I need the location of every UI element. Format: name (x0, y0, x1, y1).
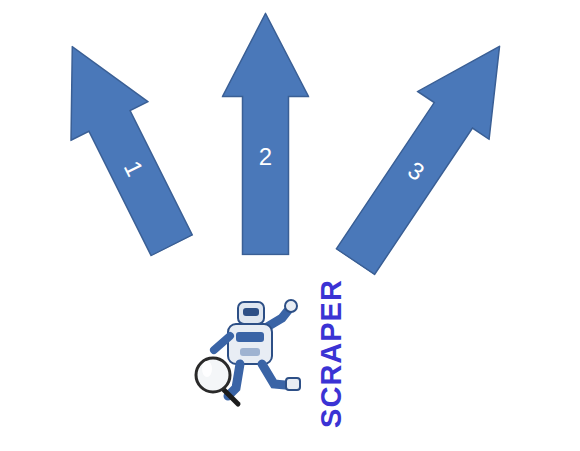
arrow-outline (318, 21, 536, 287)
arrow-shape: 2 (221, 13, 309, 256)
arrow-shape: 3 (318, 21, 536, 287)
arrow-shape: 1 (33, 26, 212, 266)
arrow-body (319, 22, 535, 285)
side-label: SCRAPER (317, 279, 346, 428)
arrow-outline (33, 26, 212, 266)
arrow-body (222, 14, 308, 255)
arrow-outline (221, 13, 309, 256)
arrow-number: 2 (258, 145, 271, 169)
arrow-body (34, 27, 210, 264)
